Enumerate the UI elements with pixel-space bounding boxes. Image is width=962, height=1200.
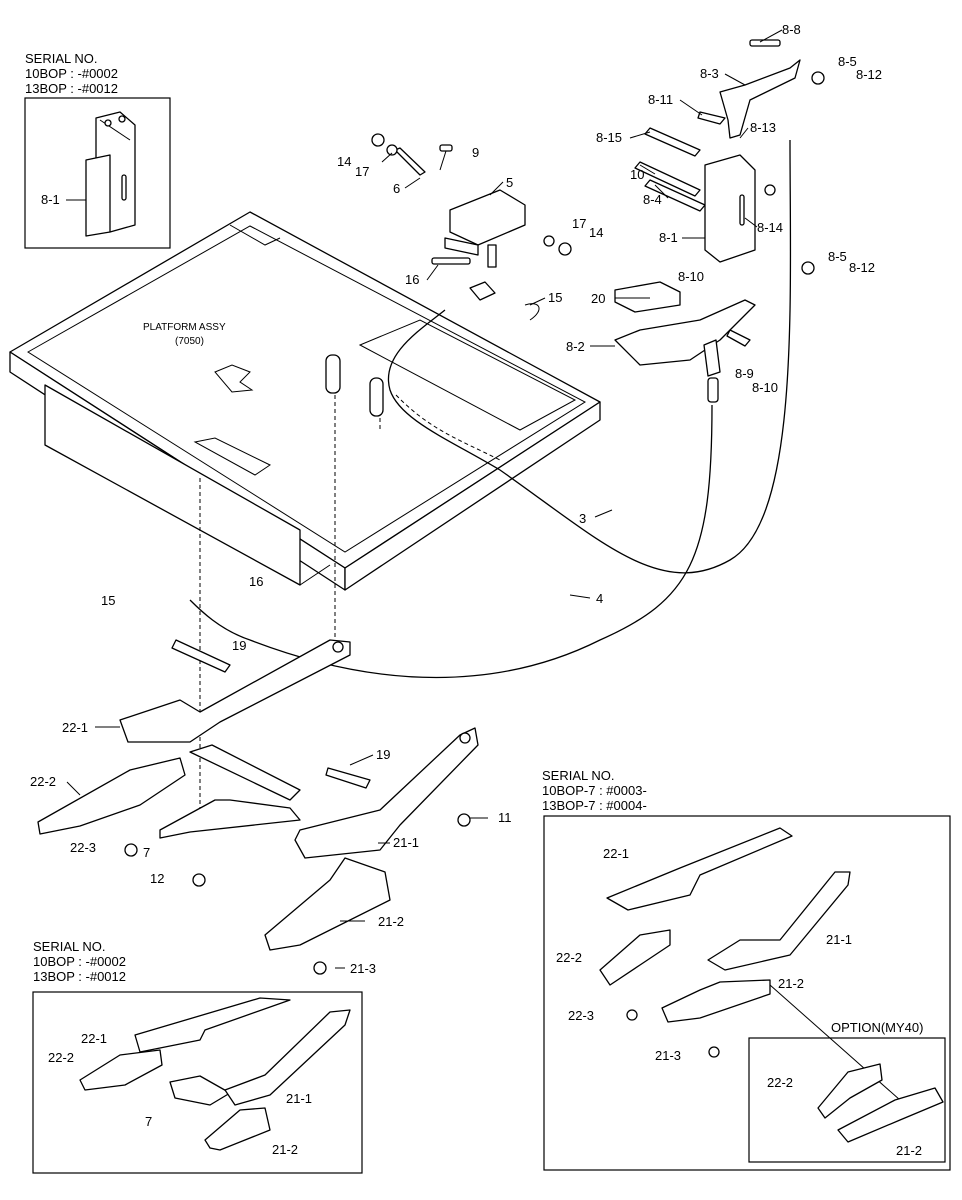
label-21-3: 21-3 [350, 961, 376, 976]
serial-heading-bl: SERIAL NO. [33, 939, 105, 954]
label-8-12-top: 8-12 [856, 67, 882, 82]
inset-bottom-right: SERIAL NO. 10BOP-7 : #0003- 13BOP-7 : #0… [542, 768, 951, 1171]
label-5: 5 [506, 175, 513, 190]
cable-4 [189, 404, 713, 679]
label-br-22-3: 22-3 [568, 1008, 594, 1023]
parking-lock-assy [371, 133, 572, 321]
label-21-1: 21-1 [393, 835, 419, 850]
label-20: 20 [591, 291, 605, 306]
label-8-2: 8-2 [566, 339, 585, 354]
platform-assy: PLATFORM ASSY (7050) [9, 211, 601, 591]
label-17-left: 17 [355, 164, 369, 179]
platform-title: PLATFORM ASSY [143, 322, 226, 333]
label-opt-22-2: 22-2 [767, 1075, 793, 1090]
option-frame [748, 1037, 946, 1163]
label-6: 6 [393, 181, 400, 196]
label-15-top: 15 [548, 290, 562, 305]
label-8-14: 8-14 [757, 220, 783, 235]
label-21-2: 21-2 [378, 914, 404, 929]
serial-line2-bl: 13BOP : -#0012 [33, 969, 126, 984]
serial-line1-bl: 10BOP : -#0002 [33, 954, 126, 969]
label-bl-7: 7 [145, 1114, 152, 1129]
label-bl-22-2: 22-2 [48, 1050, 74, 1065]
label-19-right: 19 [376, 747, 390, 762]
pedal-base-assy [37, 639, 479, 975]
label-8-13: 8-13 [750, 120, 776, 135]
serial-heading-tl: SERIAL NO. [25, 51, 97, 66]
serial-line2-tl: 13BOP : -#0012 [25, 81, 118, 96]
label-8-4: 8-4 [643, 192, 662, 207]
label-br-22-1: 22-1 [603, 846, 629, 861]
label-br-21-1: 21-1 [826, 932, 852, 947]
label-19-left: 19 [232, 638, 246, 653]
label-br-21-3: 21-3 [655, 1048, 681, 1063]
label-22-1: 22-1 [62, 720, 88, 735]
label-8-8: 8-8 [782, 22, 801, 37]
inset-frame-br [543, 815, 951, 1171]
part-labels: 8-8 8-3 8-5 8-12 8-11 8-15 8-13 10 8-4 8… [30, 22, 922, 1158]
label-8-11: 8-11 [648, 92, 673, 107]
label-inset-8-1: 8-1 [41, 192, 60, 207]
inset-frame-bl [32, 991, 363, 1174]
label-8-10-bottom: 8-10 [752, 380, 778, 395]
label-bl-21-2: 21-2 [272, 1142, 298, 1157]
label-8-5-top: 8-5 [838, 54, 857, 69]
inset-frame-tl [24, 97, 171, 249]
serial-heading-br: SERIAL NO. [542, 768, 614, 783]
label-15-bottom: 15 [101, 593, 115, 608]
label-14-right: 14 [589, 225, 603, 240]
label-8-10-top: 8-10 [678, 269, 704, 284]
label-8-9: 8-9 [735, 366, 754, 381]
label-3: 3 [579, 511, 586, 526]
inset-bottom-left: SERIAL NO. 10BOP : -#0002 13BOP : -#0012 [32, 939, 363, 1174]
label-22-3: 22-3 [70, 840, 96, 855]
label-14-left: 14 [337, 154, 351, 169]
platform-code: (7050) [175, 336, 204, 347]
option-heading: OPTION(MY40) [831, 1020, 923, 1035]
inset-top-left: SERIAL NO. 10BOP : -#0002 13BOP : -#0012… [24, 51, 171, 249]
label-bl-22-1: 22-1 [81, 1031, 107, 1046]
label-8-3: 8-3 [700, 66, 719, 81]
label-br-21-2: 21-2 [778, 976, 804, 991]
label-opt-21-2: 21-2 [896, 1143, 922, 1158]
cable-3 [387, 139, 792, 574]
serial-line2-br: 13BOP-7 : #0004- [542, 798, 647, 813]
label-12: 12 [150, 871, 164, 886]
label-bl-21-1: 21-1 [286, 1091, 312, 1106]
label-22-2: 22-2 [30, 774, 56, 789]
label-9: 9 [472, 145, 479, 160]
label-16-top: 16 [405, 272, 419, 287]
label-4: 4 [596, 591, 603, 606]
label-10: 10 [630, 167, 644, 182]
label-17-right: 17 [572, 216, 586, 231]
bracket-8-1-inset [85, 111, 136, 237]
leader-lines [66, 29, 783, 969]
label-8-12-bottom: 8-12 [849, 260, 875, 275]
label-11: 11 [498, 810, 512, 825]
label-16-bottom: 16 [249, 574, 263, 589]
label-8-1: 8-1 [659, 230, 678, 245]
label-8-5-bottom: 8-5 [828, 249, 847, 264]
serial-line1-tl: 10BOP : -#0002 [25, 66, 118, 81]
serial-line1-br: 10BOP-7 : #0003- [542, 783, 647, 798]
pedal-assy [614, 39, 825, 403]
label-7: 7 [143, 845, 150, 860]
label-8-15: 8-15 [596, 130, 622, 145]
cables [189, 139, 792, 820]
label-br-22-2: 22-2 [556, 950, 582, 965]
